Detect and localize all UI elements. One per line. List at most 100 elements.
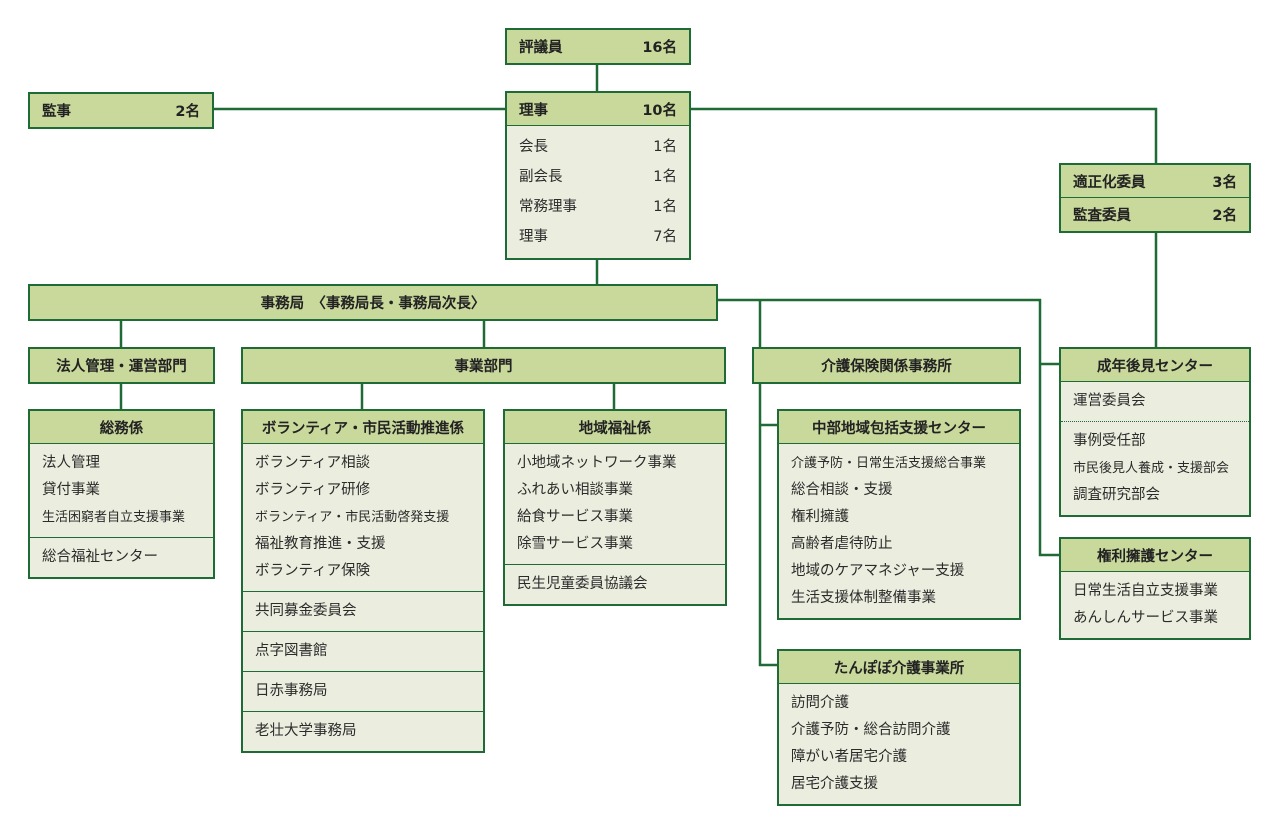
list-item: 事例受任部 bbox=[1073, 428, 1237, 455]
list-item: 日赤事務局 bbox=[255, 678, 471, 705]
box-section: 日常生活自立支援事業あんしんサービス事業 bbox=[1061, 572, 1249, 638]
box-jigyo: 事業部門 bbox=[241, 347, 726, 384]
box-header: 事務局 〈事務局長・事務局次長〉 bbox=[30, 286, 716, 319]
list-item: 給食サービス事業 bbox=[517, 504, 713, 531]
list-item: 地域のケアマネジャー支援 bbox=[791, 558, 1007, 585]
item-count: 1名 bbox=[653, 139, 677, 155]
header-label: 適正化委員 bbox=[1073, 174, 1146, 191]
item-label: ふれあい相談事業 bbox=[517, 482, 633, 498]
list-item: 障がい者居宅介護 bbox=[791, 744, 1007, 771]
list-item: ふれあい相談事業 bbox=[517, 477, 713, 504]
list-item: 理事 7名 bbox=[519, 222, 677, 252]
line-kaigo-branch bbox=[758, 300, 777, 667]
item-label: あんしんサービス事業 bbox=[1073, 610, 1218, 626]
item-label: 運営委員会 bbox=[1073, 393, 1146, 409]
list-item: 共同募金委員会 bbox=[255, 598, 471, 625]
box-header: ボランティア・市民活動推進係 bbox=[243, 411, 483, 444]
list-item: 権利擁護 bbox=[791, 504, 1007, 531]
list-item: 総合福祉センター bbox=[42, 544, 201, 571]
box-iin: 適正化委員 3名監査委員 2名 bbox=[1059, 163, 1251, 233]
header-label: 事務局 〈事務局長・事務局次長〉 bbox=[260, 296, 486, 312]
item-count: 1名 bbox=[653, 169, 677, 185]
item-label: 介護予防・日常生活支援総合事業 bbox=[791, 456, 987, 471]
box-seinen: 成年後見センター運営委員会事例受任部市民後見人養成・支援部会調査研究部会 bbox=[1059, 347, 1251, 517]
item-label: 理事 bbox=[519, 229, 548, 245]
list-item: 福祉教育推進・支援 bbox=[255, 531, 471, 558]
item-label: 小地域ネットワーク事業 bbox=[517, 455, 677, 471]
box-kaigo: 介護保険関係事務所 bbox=[752, 347, 1021, 384]
list-item: 生活困窮者自立支援事業 bbox=[42, 504, 201, 531]
box-chiiki: 地域福祉係小地域ネットワーク事業ふれあい相談事業給食サービス事業除雪サービス事業… bbox=[503, 409, 727, 606]
box-section: 共同募金委員会 bbox=[243, 591, 483, 631]
header-label: 介護保険関係事務所 bbox=[821, 359, 952, 375]
item-label: ボランティア・市民活動啓発支援 bbox=[255, 510, 450, 525]
header-label: 地域福祉係 bbox=[578, 420, 652, 437]
header-label: 監査委員 bbox=[1073, 208, 1131, 224]
header-count: 3名 bbox=[1212, 174, 1237, 191]
header-count: 2名 bbox=[1212, 208, 1237, 224]
item-label: 共同募金委員会 bbox=[255, 603, 357, 619]
list-item: 法人管理 bbox=[42, 450, 201, 477]
list-item: ボランティア・市民活動啓発支援 bbox=[255, 504, 471, 531]
item-label: 市民後見人養成・支援部会 bbox=[1073, 461, 1230, 476]
item-label: 地域のケアマネジャー支援 bbox=[791, 563, 965, 579]
item-label: 日常生活自立支援事業 bbox=[1073, 583, 1218, 599]
list-item: 副会長 1名 bbox=[519, 162, 677, 192]
item-label: 生活困窮者自立支援事業 bbox=[42, 510, 186, 525]
box-section: 日赤事務局 bbox=[243, 671, 483, 711]
header-label: 理事 bbox=[519, 102, 548, 119]
item-label: 総合福祉センター bbox=[42, 549, 158, 565]
list-item: ボランティア相談 bbox=[255, 450, 471, 477]
box-section: 介護予防・日常生活支援総合事業総合相談・支援権利擁護高齢者虐待防止地域のケアマネ… bbox=[779, 444, 1019, 618]
box-header: 適正化委員 3名 bbox=[1061, 165, 1249, 198]
list-item: あんしんサービス事業 bbox=[1073, 605, 1237, 632]
item-label: ボランティア相談 bbox=[255, 455, 371, 471]
item-label: 高齢者虐待防止 bbox=[791, 536, 893, 552]
item-label: 事例受任部 bbox=[1073, 433, 1146, 449]
item-label: 訪問介護 bbox=[791, 695, 849, 711]
header-label: 中部地域包括支援センター bbox=[812, 420, 986, 437]
list-item: 居宅介護支援 bbox=[791, 771, 1007, 798]
list-item: ボランティア研修 bbox=[255, 477, 471, 504]
list-item: 調査研究部会 bbox=[1073, 482, 1237, 509]
box-header: 監査委員 2名 bbox=[1061, 198, 1249, 231]
item-label: ボランティア保険 bbox=[255, 563, 371, 579]
item-label: 副会長 bbox=[519, 169, 563, 185]
box-header: 法人管理・運営部門 bbox=[30, 349, 213, 382]
list-item: 総合相談・支援 bbox=[791, 477, 1007, 504]
header-label: たんぽぽ介護事業所 bbox=[833, 660, 965, 677]
item-label: 貸付事業 bbox=[42, 482, 100, 498]
item-label: 日赤事務局 bbox=[255, 683, 328, 699]
item-label: 福祉教育推進・支援 bbox=[255, 536, 386, 552]
list-item: 介護予防・総合訪問介護 bbox=[791, 717, 1007, 744]
box-section: 小地域ネットワーク事業ふれあい相談事業給食サービス事業除雪サービス事業 bbox=[505, 444, 725, 564]
box-section: 事例受任部市民後見人養成・支援部会調査研究部会 bbox=[1061, 421, 1249, 515]
list-item: 市民後見人養成・支援部会 bbox=[1073, 455, 1237, 482]
box-hojin: 法人管理・運営部門 bbox=[28, 347, 215, 384]
item-count: 7名 bbox=[653, 229, 677, 245]
header-label: 総務係 bbox=[99, 420, 144, 437]
list-item: 点字図書館 bbox=[255, 638, 471, 665]
item-label: 法人管理 bbox=[42, 455, 100, 471]
box-header: たんぽぽ介護事業所 bbox=[779, 651, 1019, 684]
box-header: 総務係 bbox=[30, 411, 213, 444]
box-chubu: 中部地域包括支援センター介護予防・日常生活支援総合事業総合相談・支援権利擁護高齢… bbox=[777, 409, 1021, 620]
box-section: 民生児童委員協議会 bbox=[505, 564, 725, 604]
box-header: 権利擁護センター bbox=[1061, 539, 1249, 572]
item-label: 障がい者居宅介護 bbox=[791, 749, 907, 765]
item-label: ボランティア研修 bbox=[255, 482, 371, 498]
list-item: 小地域ネットワーク事業 bbox=[517, 450, 713, 477]
list-item: ボランティア保険 bbox=[255, 558, 471, 585]
box-section: 法人管理貸付事業生活困窮者自立支援事業 bbox=[30, 444, 213, 537]
list-item: 生活支援体制整備事業 bbox=[791, 585, 1007, 612]
header-count: 2名 bbox=[175, 104, 200, 120]
item-label: 生活支援体制整備事業 bbox=[791, 590, 936, 606]
item-label: 権利擁護 bbox=[791, 509, 849, 525]
